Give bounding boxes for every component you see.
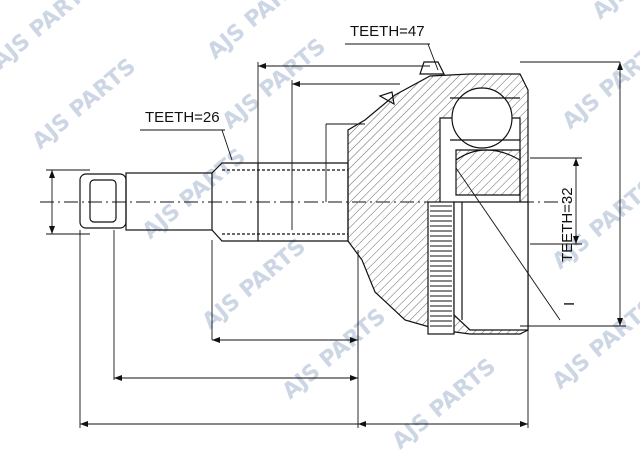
label-teeth-shaft: TEETH=26	[145, 109, 220, 126]
shaft-narrow	[125, 172, 213, 231]
watermark-text: AJS PARTS	[28, 54, 141, 155]
part-outline	[40, 43, 626, 428]
label-marker: I	[561, 302, 578, 306]
watermark-text: AJS PARTS	[558, 34, 640, 135]
housing-nub	[419, 61, 445, 75]
dimension-lines	[46, 43, 626, 428]
shaft-end-inner	[89, 179, 117, 223]
label-teeth-inner: TEETH=32	[559, 187, 576, 262]
abs-ring	[427, 201, 455, 335]
ball	[451, 87, 513, 149]
watermark-text: AJS PARTS	[588, 0, 640, 25]
label-teeth-outer: TEETH=47	[350, 23, 425, 40]
inner-race	[455, 149, 521, 196]
watermark-text: AJS PARTS	[388, 354, 501, 454]
shaft-end-cap	[79, 173, 127, 229]
watermark-text: AJS PARTS	[548, 294, 640, 395]
arrowheads	[49, 62, 623, 427]
watermark-text: AJS PARTS	[198, 234, 311, 335]
watermark-text: AJS PARTS	[0, 0, 101, 75]
abs-ring-teeth	[430, 205, 452, 327]
housing-lower	[453, 201, 529, 331]
retaining-clip	[378, 91, 395, 106]
watermark-text: AJS PARTS	[278, 304, 391, 405]
